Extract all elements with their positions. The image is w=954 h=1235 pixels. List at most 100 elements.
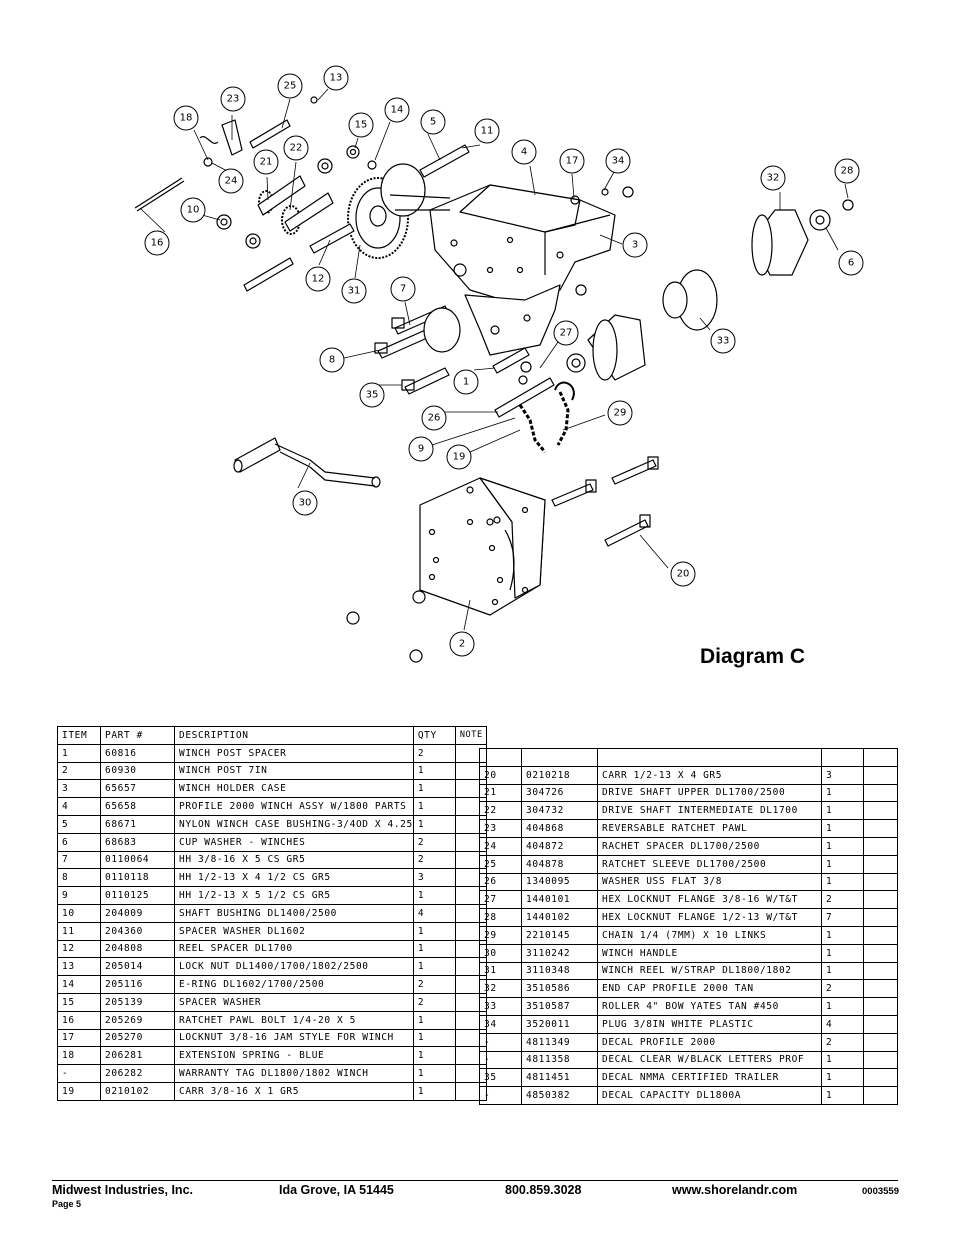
callout-1-text: 1: [463, 377, 469, 388]
description-cell: CARR 1/2-13 X 4 GR5: [597, 765, 822, 785]
qty-cell: 1: [412, 921, 456, 941]
note-cell: [863, 961, 898, 981]
description-cell: HH 1/2-13 X 5 1/2 CS GR5: [174, 886, 414, 905]
item-cell: 30: [479, 943, 522, 963]
callout-11-text: 11: [481, 126, 494, 137]
item-cell: 33: [479, 997, 522, 1016]
item-cell: 7: [57, 850, 101, 870]
note-cell: [863, 1014, 898, 1034]
description-cell: SPACER WASHER DL1602: [174, 921, 414, 941]
footer-phone: 800.859.3028: [505, 1183, 582, 1197]
description-cell: ROLLER 4" BOW YATES TAN #450: [597, 997, 822, 1016]
item-cell: 25: [479, 854, 522, 874]
description-cell: REVERSABLE RATCHET PAWL: [597, 819, 822, 838]
callout-32: 32: [760, 165, 786, 191]
description-cell: DECAL CAPACITY DL1800A: [597, 1086, 822, 1105]
part-number-cell: 304726: [521, 783, 598, 803]
description-cell: SHAFT BUSHING DL1400/2500: [174, 903, 414, 923]
item-cell: 8: [57, 868, 101, 888]
part-number-cell: 3510586: [521, 979, 598, 999]
item-cell: 1: [57, 743, 101, 763]
part-number-cell: 205270: [100, 1028, 175, 1048]
callout-8-text: 8: [329, 355, 335, 366]
part-number-cell: 4811349: [521, 1032, 598, 1052]
description-cell: WASHER USS FLAT 3/8: [597, 872, 822, 892]
description-cell: WINCH HOLDER CASE: [174, 779, 414, 799]
part-number-cell: 60816: [100, 743, 175, 763]
part-number-cell: 0210102: [100, 1081, 175, 1101]
header-note: NOTE: [454, 726, 487, 745]
note-cell: [863, 1050, 898, 1070]
note-cell: [863, 997, 898, 1016]
qty-cell: 3: [821, 765, 864, 785]
callout-3: 3: [622, 232, 648, 258]
part-number-cell: 205139: [100, 992, 175, 1012]
item-cell: 11: [57, 921, 101, 941]
qty-cell: 2: [412, 992, 456, 1012]
part-number-cell: 2210145: [521, 925, 598, 945]
item-cell: 28: [479, 908, 522, 927]
callout-32-text: 32: [767, 173, 780, 184]
description-cell: EXTENSION SPRING - BLUE: [174, 1046, 414, 1066]
part-number-cell: 4811358: [521, 1050, 598, 1070]
qty-cell: 1: [412, 814, 456, 834]
qty-cell: 1: [821, 836, 864, 856]
callout-34-text: 34: [612, 156, 625, 167]
qty-cell: 2: [412, 832, 456, 852]
callout-18: 18: [173, 105, 199, 131]
item-cell: -: [479, 1050, 522, 1070]
item-cell: 3: [57, 779, 101, 799]
callout-12: 12: [305, 266, 331, 292]
callout-9: 9: [408, 436, 434, 462]
callout-31-text: 31: [348, 286, 361, 297]
callout-15: 15: [348, 112, 374, 138]
description-cell: WINCH HANDLE: [597, 943, 822, 963]
chain: [518, 381, 575, 453]
callout-22: 22: [283, 135, 309, 161]
part-number-cell: 68671: [100, 814, 175, 834]
item-cell: 4: [57, 797, 101, 816]
callout-26-text: 26: [428, 413, 441, 424]
item-cell: 19: [57, 1081, 101, 1101]
item-cell: 20: [479, 765, 522, 785]
footer-website[interactable]: www.shorelandr.com: [672, 1183, 798, 1197]
qty-cell: 1: [412, 886, 456, 905]
note-cell: [863, 783, 898, 803]
item-cell: 26: [479, 872, 522, 892]
item-cell: 13: [57, 957, 101, 977]
callout-9-text: 9: [418, 444, 424, 455]
item-cell: 17: [57, 1028, 101, 1048]
part-number-cell: 1340095: [521, 872, 598, 892]
part-number-cell: 3510587: [521, 997, 598, 1016]
footer-company: Midwest Industries, Inc.: [52, 1183, 193, 1197]
header-description: DESCRIPTION: [174, 726, 414, 745]
part-number-cell: 205116: [100, 975, 175, 994]
callout-23-text: 23: [227, 94, 240, 105]
note-cell: [863, 1032, 898, 1052]
note-cell: [863, 1086, 898, 1105]
callout-30: 30: [292, 490, 318, 516]
part-number-cell: 204009: [100, 903, 175, 923]
footer-doc-code: 0003559: [862, 1186, 899, 1197]
qty-cell: 4: [821, 1014, 864, 1034]
part-number-cell: 4850382: [521, 1086, 598, 1105]
item-cell: 2: [57, 761, 101, 781]
callout-7-text: 7: [400, 284, 406, 295]
note-cell: [863, 872, 898, 892]
part-number-cell: 204808: [100, 939, 175, 959]
